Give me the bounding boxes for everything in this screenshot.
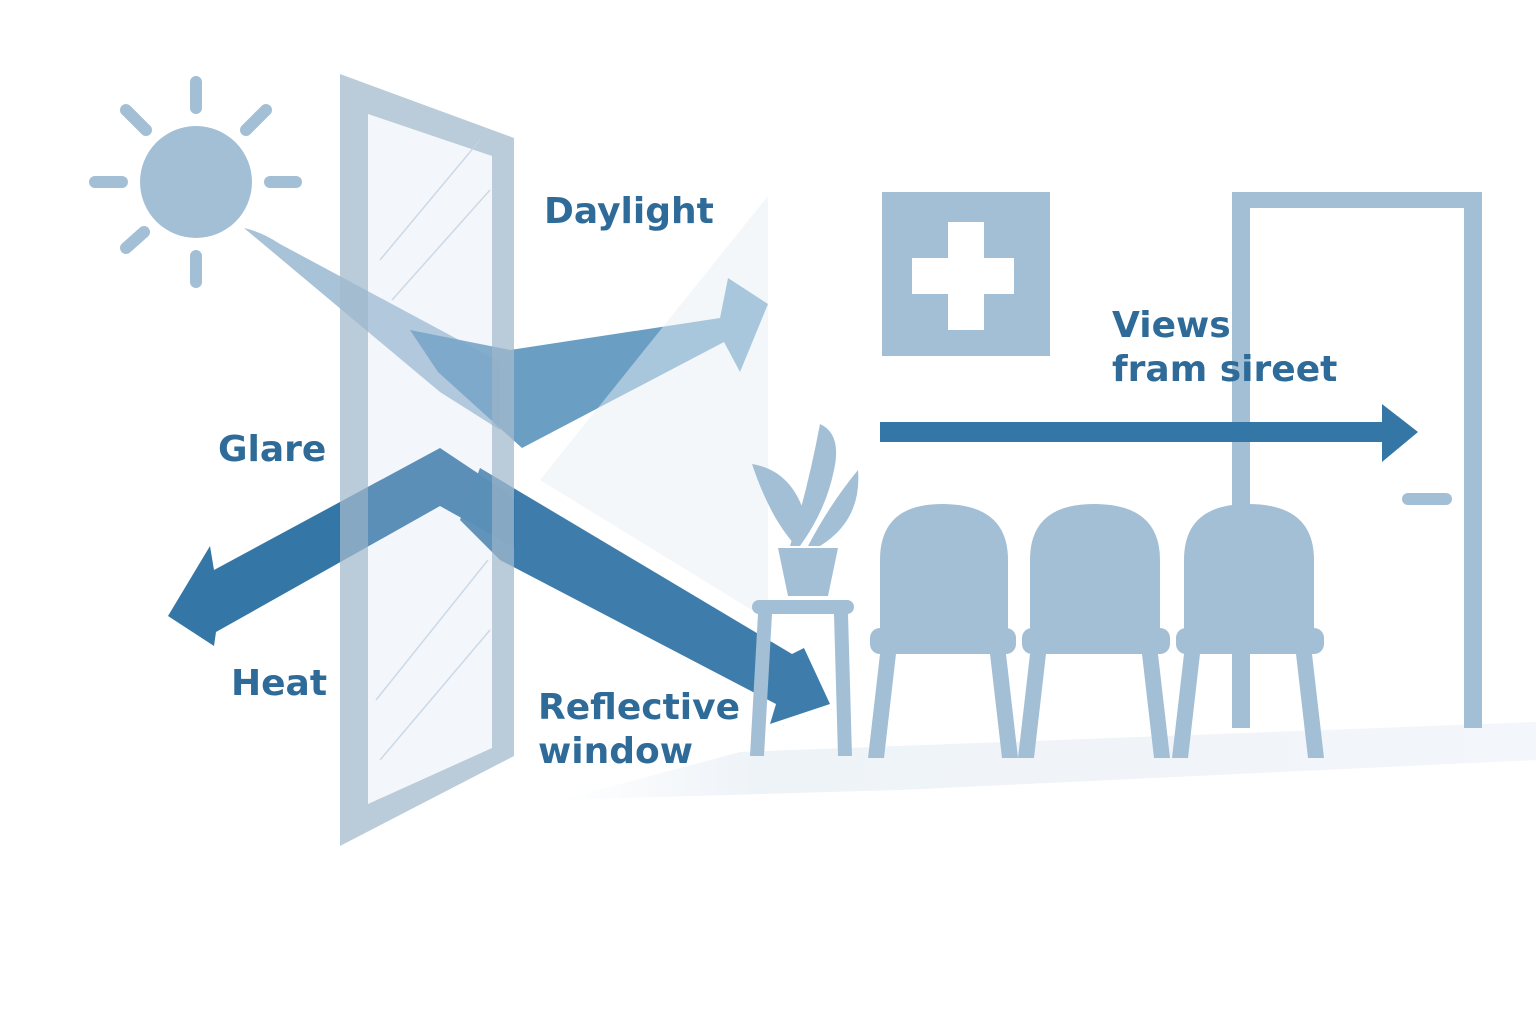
reflected-arrow [460,468,830,724]
glass-reflection [540,196,768,620]
chair-2 [1018,504,1170,758]
floor-shadow [560,722,1536,800]
reflective-window [340,74,514,846]
label-reflective-line2: window [538,731,693,772]
chair-3 [1172,504,1324,758]
potted-plant-icon [750,424,859,756]
views-arrow [880,404,1418,462]
label-reflective-line1: Reflective [538,687,741,728]
label-daylight: Daylight [544,191,714,232]
medical-cross-icon [882,192,1050,356]
label-views-line1: Views [1112,305,1231,346]
chair-1 [868,504,1018,758]
label-reflective-window: Reflective window [538,686,740,774]
door-icon [1232,192,1482,728]
label-heat: Heat [231,663,328,704]
sun-icon [89,76,302,288]
chair-icon [868,504,1324,758]
label-glare: Glare [218,429,327,470]
label-views-line2: fram sireet [1112,349,1338,390]
label-views: Views fram sireet [1112,304,1337,392]
sun-beam [244,228,500,430]
